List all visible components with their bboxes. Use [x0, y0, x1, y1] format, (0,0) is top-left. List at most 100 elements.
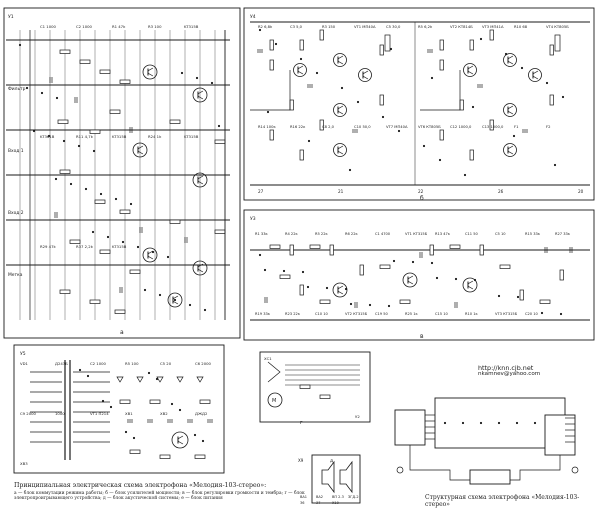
junction-dot: [274, 42, 278, 46]
part-label: VT6 КТ805Б: [418, 125, 441, 129]
part-label: VT2 КТ315Б: [345, 312, 368, 316]
junction-dot: [307, 139, 311, 143]
part-label: C5 30,0: [386, 25, 401, 29]
junction-dot: [392, 259, 396, 263]
wire: [467, 285, 474, 290]
wire: [407, 275, 414, 280]
part-label: R3 150: [322, 25, 336, 29]
panel-border: [311, 454, 361, 504]
input-label: Вход 2: [8, 210, 24, 216]
part-label: C10 50,0: [354, 125, 371, 129]
junction-dot: [25, 86, 29, 90]
resistor: [279, 274, 291, 279]
junction-dot: [512, 134, 516, 138]
speaker-icon: [321, 460, 335, 494]
part-label: Х10: [332, 501, 339, 505]
part-label: R11 4,7k: [76, 134, 94, 139]
wire: [467, 65, 474, 70]
resistor: [99, 69, 111, 74]
wire: [197, 175, 204, 180]
part-label: C9 2000: [20, 411, 37, 416]
junction-dot: [151, 250, 155, 254]
resistor: [289, 99, 294, 111]
part-label: F2: [546, 125, 550, 129]
panel-border: [3, 7, 241, 339]
resistor: [57, 119, 69, 124]
wire: [532, 70, 539, 75]
transistor: [503, 103, 517, 117]
resistor: [69, 239, 81, 244]
wire: [197, 263, 204, 268]
part-label: R23 22к: [285, 312, 301, 316]
resistor: [329, 244, 334, 256]
junction-dot: [47, 134, 51, 138]
junction-dot: [515, 421, 519, 425]
part-label: ДЖД2: [195, 411, 208, 416]
wire: [362, 70, 369, 75]
resistor: [439, 59, 444, 71]
part-label: 1000: [55, 411, 65, 416]
resistor: [129, 449, 141, 454]
part-label: R37 2,2k: [76, 244, 94, 249]
junction-dot: [349, 302, 353, 306]
part-label: R19 33к: [255, 312, 271, 316]
diode: [116, 376, 124, 383]
resistor: [79, 59, 91, 64]
wire: [337, 60, 344, 65]
transistor: [333, 103, 347, 117]
junction-dot: [99, 192, 103, 196]
part-label: C1 4700: [375, 232, 391, 236]
part-label: VD1: [20, 361, 29, 366]
junction-dot: [193, 433, 197, 437]
junction-dot: [54, 177, 58, 181]
junction-dot: [504, 52, 508, 56]
wire: [337, 110, 344, 115]
part-label: R15 33к: [525, 232, 541, 236]
junction-dot: [136, 245, 140, 249]
resistor: [199, 399, 211, 404]
part-label: KT315B: [184, 134, 199, 139]
resistor: [439, 39, 444, 51]
junction-dot: [40, 91, 44, 95]
junction-dot: [315, 71, 319, 75]
junction-dot: [479, 37, 483, 41]
fuse: [554, 34, 561, 52]
transistor: [463, 63, 477, 77]
block-box: [469, 469, 511, 485]
panel-letter: г: [300, 420, 303, 426]
transistor: [333, 53, 347, 67]
transistor: [293, 63, 307, 77]
junction-dot: [266, 110, 270, 114]
transistor: [167, 292, 183, 308]
site-url[interactable]: http://knn.cjb.net: [478, 364, 534, 372]
junction-dot: [258, 253, 262, 257]
part-label: C2 1000: [90, 361, 107, 366]
resistor: [299, 284, 304, 296]
part-label: R5 100: [125, 361, 139, 366]
junction-dot: [124, 430, 128, 434]
junction-dot: [180, 71, 184, 75]
part-label: ХВ1: [125, 411, 133, 416]
transistor: [132, 142, 148, 158]
wire: [507, 150, 514, 155]
resistor: [319, 394, 331, 399]
wire: [507, 60, 514, 65]
junction-dot: [545, 81, 549, 85]
pin-label: 26: [498, 189, 504, 194]
transistor: [402, 272, 418, 288]
junction-dot: [166, 255, 170, 259]
junction-dot: [195, 76, 199, 80]
transistor: [462, 277, 478, 293]
transistor: [192, 260, 208, 276]
junction-dot: [306, 285, 310, 289]
junction-dot: [109, 405, 113, 409]
site-email[interactable]: nkamnev@yahoo.com: [478, 371, 541, 377]
junction-dot: [356, 100, 360, 104]
part-label: R13 47к: [435, 232, 451, 236]
part-label: VT3 МП41А: [482, 25, 504, 29]
connector-icon: [396, 466, 404, 474]
resistor: [299, 149, 304, 161]
part-label: R5 6,2k: [418, 25, 433, 29]
